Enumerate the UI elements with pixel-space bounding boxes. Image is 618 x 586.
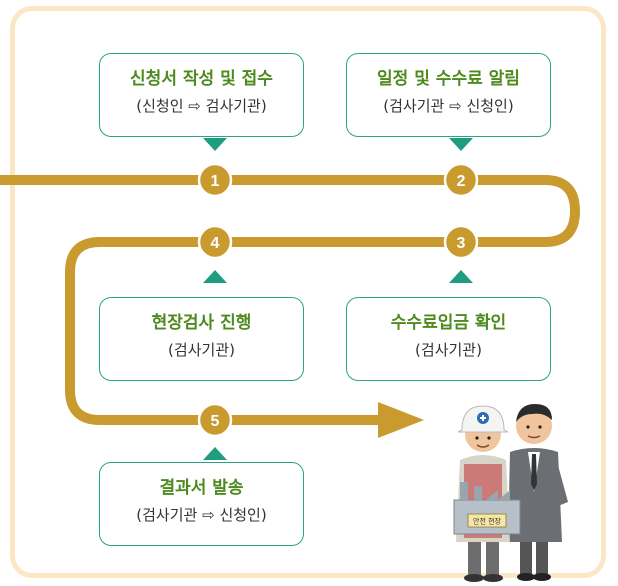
step-title-1: 신청서 작성 및 접수	[130, 69, 273, 89]
step-box-5: 결과서 발송 (검사기관 ⇨ 신청인)	[99, 462, 304, 546]
step-title-2: 일정 및 수수료 알림	[377, 69, 520, 89]
pointer-up-4	[203, 270, 227, 283]
step-box-1: 신청서 작성 및 접수 (신청인 ⇨ 검사기관)	[99, 53, 304, 137]
step-title-4: 현장검사 진행	[151, 313, 252, 333]
step-box-2: 일정 및 수수료 알림 (검사기관 ⇨ 신청인)	[346, 53, 551, 137]
pointer-up-5	[203, 447, 227, 460]
step-subtitle-4: (검사기관)	[168, 341, 235, 359]
step-subtitle-1: (신청인 ⇨ 검사기관)	[136, 97, 267, 115]
step-box-4: 현장검사 진행 (검사기관)	[99, 297, 304, 381]
step-number-3: 3	[457, 235, 466, 252]
step-node-5: 5	[197, 402, 233, 438]
flow-track	[0, 175, 580, 425]
pointer-down-1	[203, 138, 227, 151]
businessman-figure	[508, 404, 568, 581]
step-number-1: 1	[211, 173, 220, 190]
step-subtitle-2: (검사기관 ⇨ 신청인)	[383, 97, 514, 115]
step-title-3: 수수료입금 확인	[390, 313, 507, 333]
step-node-4: 4	[197, 224, 233, 260]
step-box-3: 수수료입금 확인 (검사기관)	[346, 297, 551, 381]
step-node-2: 2	[443, 162, 479, 198]
step-title-5: 결과서 발송	[159, 478, 244, 498]
people-illustration: 안전 현장	[453, 404, 568, 582]
inspector-figure: 안전 현장	[453, 405, 521, 582]
step-number-2: 2	[457, 173, 466, 190]
pointer-up-3	[449, 270, 473, 283]
step-node-1: 1	[197, 162, 233, 198]
step-node-3: 3	[443, 224, 479, 260]
step-subtitle-5: (검사기관 ⇨ 신청인)	[136, 506, 267, 524]
step-number-4: 4	[211, 235, 220, 252]
flow-arrowhead	[378, 402, 424, 438]
factory-sign-text: 안전 현장	[473, 517, 502, 526]
step-number-5: 5	[211, 413, 220, 430]
pointer-down-2	[449, 138, 473, 151]
step-subtitle-3: (검사기관)	[415, 341, 482, 359]
